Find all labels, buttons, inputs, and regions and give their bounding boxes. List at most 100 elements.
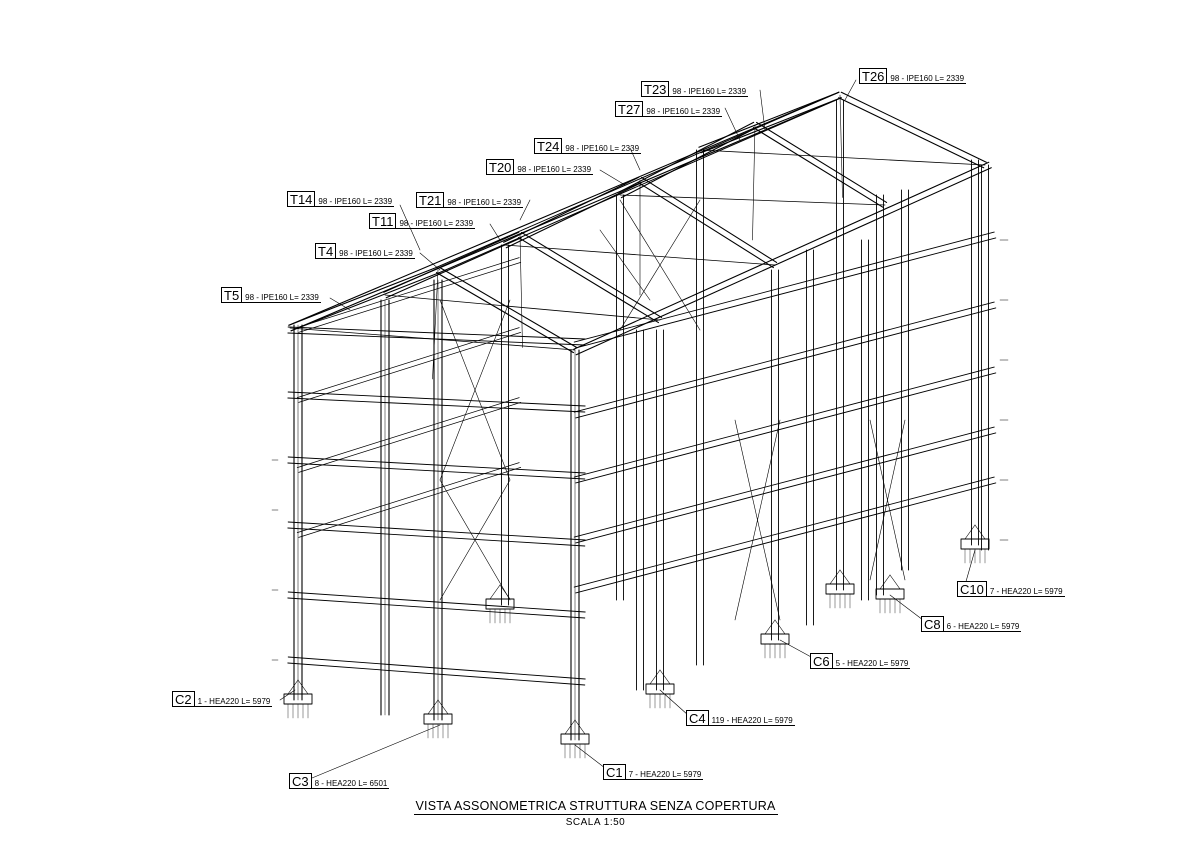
column-desc: 1 - HEA220 L= 5979 xyxy=(194,697,273,707)
longitudinal-beam xyxy=(298,402,522,473)
leader-line xyxy=(399,204,421,251)
rafter-desc: 98 - IPE160 L= 2339 xyxy=(336,249,415,259)
tie-beam xyxy=(699,149,986,166)
rafter xyxy=(290,272,440,332)
rafter xyxy=(620,127,757,199)
rafter-label-t24: T24 98 - IPE160 L= 2339 xyxy=(534,138,642,154)
column-label-c8: C8 6 - HEA220 L= 5979 xyxy=(921,616,1022,632)
rafter xyxy=(503,176,640,243)
ridge-beam xyxy=(438,97,842,274)
rafter-id: T23 xyxy=(641,81,670,97)
column-id: C4 xyxy=(686,710,709,726)
leader-line xyxy=(574,744,606,769)
rafter-desc: 98 - IPE160 L= 2339 xyxy=(444,198,524,208)
rafter xyxy=(641,176,778,264)
drawing-title: VISTA ASSONOMETRICA STRUTTURA SENZA COPE… xyxy=(413,799,778,815)
leader-line xyxy=(489,223,501,241)
truss-post xyxy=(519,234,523,348)
girt xyxy=(287,456,586,474)
eaves-beam xyxy=(288,91,840,326)
leader-line xyxy=(311,724,441,779)
tie-beam xyxy=(619,194,886,206)
drawing-scale: SCALA 1:50 xyxy=(565,817,626,828)
leader-line xyxy=(279,689,296,701)
base-plate xyxy=(825,583,855,595)
base-stiffener xyxy=(879,574,891,590)
tie-beam xyxy=(384,294,661,321)
tie-beam xyxy=(289,327,576,351)
longitudinal-beam xyxy=(573,301,995,413)
rafter-desc: 98 - IPE160 L= 2339 xyxy=(669,87,749,97)
longitudinal-beam xyxy=(296,397,520,468)
leader-line xyxy=(724,107,741,141)
rafter-desc: 98 - IPE160 L= 2339 xyxy=(643,107,723,117)
rafter-id: T5 xyxy=(221,287,243,303)
base-stiffener xyxy=(489,584,501,600)
girt xyxy=(287,397,586,413)
girt xyxy=(287,391,586,407)
drawing-title-block: VISTA ASSONOMETRICA STRUTTURA SENZA COPE… xyxy=(0,797,1191,828)
rafter-label-t20: T20 98 - IPE160 L= 2339 xyxy=(486,159,594,175)
rafter xyxy=(618,121,755,193)
base-stiffener xyxy=(427,699,439,715)
girt xyxy=(287,656,586,680)
rafter xyxy=(385,237,522,299)
rafter-id: T14 xyxy=(287,191,316,207)
rafter-label-t23: T23 98 - IPE160 L= 2339 xyxy=(641,81,749,97)
rafter-label-t11: T11 98 - IPE160 L= 2339 xyxy=(369,213,476,229)
rafter-id: T4 xyxy=(315,243,337,259)
cross-brace xyxy=(619,199,701,331)
rafter-desc: 98 - IPE160 L= 2339 xyxy=(514,165,594,175)
girt xyxy=(287,527,586,547)
leader-line xyxy=(759,89,766,131)
base-stiffener xyxy=(659,669,671,685)
leader-line xyxy=(659,689,689,716)
longitudinal-beam xyxy=(573,231,995,343)
column-id: C1 xyxy=(603,764,626,780)
base-stiffener xyxy=(499,584,511,600)
base-stiffener xyxy=(437,699,449,715)
leader-line xyxy=(964,549,976,586)
rafter-label-t27: T27 98 - IPE160 L= 2339 xyxy=(615,101,723,117)
longitudinal-beam xyxy=(573,366,995,478)
ridge-beam xyxy=(436,91,840,268)
cross-brace xyxy=(439,299,511,481)
base-stiffener xyxy=(774,619,786,635)
rafter xyxy=(838,97,985,169)
truss-post xyxy=(432,269,439,380)
base-plate xyxy=(485,598,515,610)
column-id: C6 xyxy=(810,653,833,669)
longitudinal-beam xyxy=(298,467,522,538)
longitudinal-beam xyxy=(573,476,995,588)
longitudinal-beam xyxy=(575,237,997,349)
rafter xyxy=(700,97,842,154)
base-stiffener xyxy=(889,574,901,590)
column-label-c1: C1 7 - HEA220 L= 5979 xyxy=(603,764,704,780)
leader-line xyxy=(419,252,441,271)
rafter-label-t5: T5 98 - IPE160 L= 2339 xyxy=(221,287,321,303)
leader-line xyxy=(599,169,626,186)
longitudinal-beam xyxy=(296,327,520,398)
column-id: C3 xyxy=(289,773,312,789)
column-label-c2: C2 1 - HEA220 L= 5979 xyxy=(172,691,273,707)
rafter-id: T20 xyxy=(486,159,515,175)
longitudinal-beam xyxy=(575,307,997,419)
column-id: C2 xyxy=(172,691,195,707)
column-desc: 8 - HEA220 L= 6501 xyxy=(311,779,390,789)
column-label-c4: C4 119 - HEA220 L= 5979 xyxy=(686,710,795,726)
column-desc: 7 - HEA220 L= 5979 xyxy=(986,587,1065,597)
column-id: C8 xyxy=(921,616,944,632)
base-stiffener xyxy=(574,719,586,735)
cross-brace xyxy=(439,479,511,601)
rafter xyxy=(383,231,520,293)
rafter xyxy=(637,181,774,269)
rafter xyxy=(698,91,840,148)
longitudinal-beam xyxy=(575,432,997,544)
rafter-desc: 98 - IPE160 L= 2339 xyxy=(887,74,967,84)
base-stiffener xyxy=(964,524,976,540)
leader-line xyxy=(844,79,857,101)
leader-line xyxy=(329,297,351,311)
rafter xyxy=(752,127,884,209)
base-stiffener xyxy=(287,679,299,695)
rafter-id: T11 xyxy=(369,213,397,229)
